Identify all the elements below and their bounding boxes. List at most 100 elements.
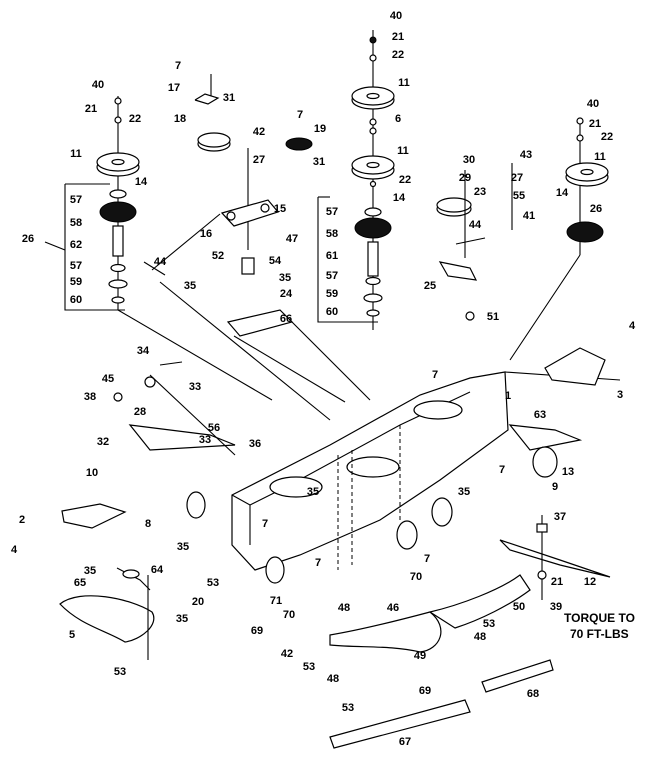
callout-53: 53 (114, 666, 126, 678)
callout-48: 48 (338, 602, 350, 614)
callout-38: 38 (84, 391, 96, 403)
callout-35: 35 (184, 280, 196, 292)
callout-35: 35 (279, 272, 291, 284)
callout-7: 7 (297, 109, 303, 121)
callout-3: 3 (617, 389, 623, 401)
callout-7: 7 (424, 553, 430, 565)
callout-37: 37 (554, 511, 566, 523)
callout-20: 20 (192, 596, 204, 608)
callout-48: 48 (327, 673, 339, 685)
callout-17: 17 (168, 82, 180, 94)
callout-53: 53 (303, 661, 315, 673)
callout-42: 42 (281, 648, 293, 660)
callout-14: 14 (393, 192, 406, 204)
callout-30: 30 (463, 154, 475, 166)
callout-53: 53 (483, 618, 495, 630)
callout-19: 19 (314, 123, 326, 135)
callout-59: 59 (326, 288, 338, 300)
callout-40: 40 (92, 79, 104, 91)
callout-12: 12 (584, 576, 596, 588)
callout-31: 31 (223, 92, 235, 104)
callout-56: 56 (208, 422, 220, 434)
callout-11: 11 (70, 148, 82, 160)
callout-21: 21 (392, 31, 404, 43)
callout-26: 26 (590, 203, 602, 215)
callout-46: 46 (387, 602, 399, 614)
callout-39: 39 (550, 601, 562, 613)
callout-7: 7 (432, 369, 438, 381)
callout-35: 35 (84, 565, 96, 577)
callout-27: 27 (253, 154, 265, 166)
callout-40: 40 (390, 10, 402, 22)
callout-58: 58 (326, 228, 338, 240)
callout-33: 33 (199, 434, 211, 446)
callout-35: 35 (176, 613, 188, 625)
callout-69: 69 (419, 685, 431, 697)
callout-22: 22 (392, 49, 404, 61)
callout-6: 6 (395, 113, 401, 125)
callout-23: 23 (474, 186, 486, 198)
callout-55: 55 (513, 190, 525, 202)
callout-4: 4 (629, 320, 636, 332)
callout-63: 63 (534, 409, 546, 421)
callout-7: 7 (315, 557, 321, 569)
callout-26: 26 (22, 233, 34, 245)
torque-note-line2: 70 FT-LBS (570, 627, 629, 641)
callout-18: 18 (174, 113, 186, 125)
callout-36: 36 (249, 438, 261, 450)
callout-8: 8 (145, 518, 151, 530)
center-spindle-stack (317, 30, 395, 330)
callout-44: 44 (469, 219, 482, 231)
callout-9: 9 (552, 481, 558, 493)
callout-53: 53 (207, 577, 219, 589)
callout-66: 66 (280, 313, 292, 325)
callout-28: 28 (134, 406, 146, 418)
callout-11: 11 (397, 145, 409, 157)
callout-48: 48 (474, 631, 486, 643)
callout-69: 69 (251, 625, 263, 637)
callout-68: 68 (527, 688, 539, 700)
callout-31: 31 (313, 156, 325, 168)
callout-10: 10 (86, 467, 98, 479)
left-spindle-stack (44, 96, 273, 401)
callout-42: 42 (253, 126, 265, 138)
idler-pulleys (194, 74, 513, 258)
callout-34: 34 (137, 345, 150, 357)
callout-29: 29 (459, 172, 471, 184)
callout-50: 50 (513, 601, 525, 613)
callout-64: 64 (151, 564, 164, 576)
callout-58: 58 (70, 217, 82, 229)
callout-70: 70 (283, 609, 295, 621)
callout-27: 27 (511, 172, 523, 184)
torque-note-line1: TORQUE TO (564, 611, 635, 625)
callout-70: 70 (410, 571, 422, 583)
part-callout-labels: 4021221161122145758615759602471731184271… (11, 10, 636, 748)
callout-45: 45 (102, 373, 114, 385)
covers-and-baffles (59, 503, 611, 749)
callout-21: 21 (551, 576, 563, 588)
callout-7: 7 (499, 464, 505, 476)
callout-2: 2 (19, 514, 25, 526)
callout-25: 25 (424, 280, 436, 292)
callout-33: 33 (189, 381, 201, 393)
callout-57: 57 (70, 194, 82, 206)
callout-71: 71 (270, 595, 282, 607)
callout-57: 57 (326, 270, 338, 282)
callout-11: 11 (594, 151, 606, 163)
callout-35: 35 (458, 486, 470, 498)
callout-35: 35 (307, 486, 319, 498)
callout-32: 32 (97, 436, 109, 448)
callout-49: 49 (414, 650, 426, 662)
callout-59: 59 (70, 276, 82, 288)
callout-14: 14 (135, 176, 148, 188)
idler-arm-assembly (143, 199, 486, 421)
callout-11: 11 (398, 77, 410, 89)
callout-57: 57 (326, 206, 338, 218)
callout-13: 13 (562, 466, 574, 478)
callout-43: 43 (520, 149, 532, 161)
callout-7: 7 (262, 518, 268, 530)
callout-47: 47 (286, 233, 298, 245)
callout-57: 57 (70, 260, 82, 272)
callout-7: 7 (175, 60, 181, 72)
